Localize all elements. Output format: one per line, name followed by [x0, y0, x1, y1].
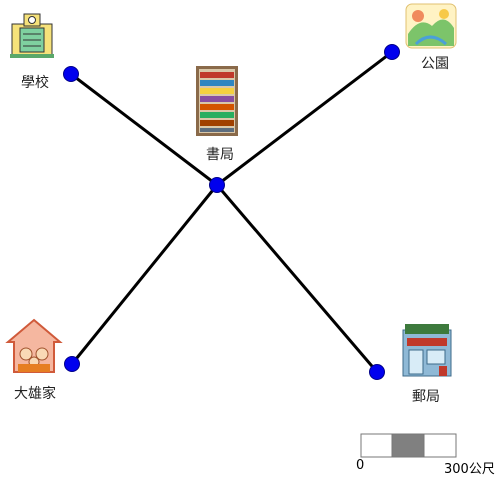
school-label: 學校 — [21, 75, 49, 91]
scale-end-label: 300公尺 — [444, 462, 495, 477]
node-school[interactable] — [63, 66, 79, 82]
school-building-icon — [10, 13, 54, 58]
scale-start-label: 0 — [356, 458, 365, 473]
node-park[interactable] — [384, 44, 400, 60]
node-post[interactable] — [369, 364, 385, 380]
post-office-label: 郵局 — [412, 389, 440, 405]
road-home-junction — [70, 184, 219, 365]
bookstore-label: 書局 — [206, 147, 234, 163]
family-house-icon — [5, 318, 63, 373]
bookshelf-icon — [196, 66, 238, 136]
road-school-junction — [70, 72, 218, 187]
park-label: 公園 — [421, 56, 449, 72]
scale-bar — [360, 433, 457, 458]
scale-bar-segment-1 — [360, 433, 393, 458]
scale-bar-segment-2 — [391, 433, 425, 458]
scale-bar-segment-3 — [423, 433, 457, 458]
road-post-junction — [215, 184, 379, 373]
node-junction[interactable] — [209, 177, 225, 193]
park-icon — [405, 3, 457, 49]
post-office-icon — [402, 324, 452, 377]
node-home[interactable] — [64, 356, 80, 372]
home-label: 大雄家 — [14, 386, 56, 402]
road-park-junction — [216, 50, 393, 187]
